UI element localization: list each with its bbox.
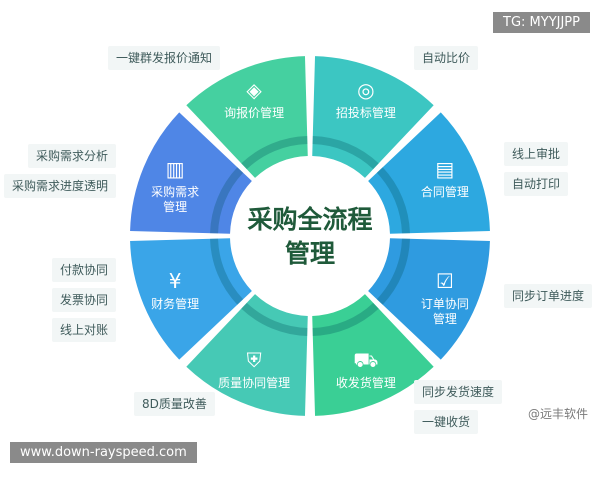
truck-icon: ⛟ <box>353 348 378 372</box>
center-title-line1: 采购全流程 <box>247 205 372 234</box>
segment-label-2: 合同管理 <box>421 184 469 199</box>
segment-accent-4 <box>312 302 379 336</box>
segment-accent-5 <box>241 302 308 336</box>
corner-label-top: TG: MYYJJPP <box>493 12 590 33</box>
yen-box-icon: ¥ <box>169 269 182 293</box>
tag-auto-print: 自动打印 <box>504 172 569 196</box>
segment-label-3: 订单协同 <box>421 296 469 311</box>
segment-7 <box>130 112 252 234</box>
tag-invoice-sync: 发票协同 <box>52 288 117 312</box>
target-icon: ◎ <box>357 78 374 102</box>
shield-check-icon: ⛨ <box>247 348 262 372</box>
segment-2 <box>368 112 490 234</box>
tag-demand-analysis: 采购需求分析 <box>28 144 117 168</box>
segment-accent-3 <box>376 238 410 305</box>
segment-accent-2 <box>376 167 410 234</box>
center-circle <box>234 160 386 312</box>
segment-accent-8 <box>241 136 308 170</box>
segment-label-8: 询报价管理 <box>224 105 284 120</box>
tag-payment-sync: 付款协同 <box>52 258 117 282</box>
center-title-line2: 管理 <box>285 239 335 268</box>
segment-label-7: 采购需求 <box>151 184 199 199</box>
segment-sublabel-7: 管理 <box>163 199 187 214</box>
contract-icon: ▤ <box>435 157 454 181</box>
segment-sublabel-3: 管理 <box>433 311 457 326</box>
segment-5 <box>186 294 308 416</box>
segment-label-1: 招投标管理 <box>336 105 396 120</box>
tag-shipping-speed: 同步发货速度 <box>414 380 503 404</box>
corner-label-bottom: www.down-rayspeed.com <box>10 442 197 463</box>
segment-accent-1 <box>312 136 379 170</box>
tag-order-progress: 同步订单进度 <box>504 284 593 308</box>
tag-auto-compare: 自动比价 <box>414 46 479 70</box>
tag-online-reconcile: 线上对账 <box>52 318 117 342</box>
segment-1 <box>312 56 434 178</box>
clipboard-icon: ▥ <box>166 157 185 181</box>
segment-accent-6 <box>210 238 244 305</box>
tag-8d-quality: 8D质量改善 <box>134 392 215 416</box>
segment-accent-7 <box>210 167 244 234</box>
tag-batch-quote-notice: 一键群发报价通知 <box>108 46 221 70</box>
segment-3 <box>368 238 490 360</box>
tag-one-click-receive: 一键收货 <box>414 410 479 434</box>
segment-label-6: 财务管理 <box>151 296 199 311</box>
segment-label-5: 质量协同管理 <box>218 375 290 390</box>
segment-label-4: 收发货管理 <box>336 375 396 390</box>
tag-online-approval: 线上审批 <box>504 142 569 166</box>
segment-6 <box>130 238 252 360</box>
tag-demand-progress: 采购需求进度透明 <box>4 174 117 198</box>
segment-4 <box>312 294 434 416</box>
order-check-icon: ☑ <box>436 269 454 293</box>
segment-8 <box>186 56 308 178</box>
price-tag-icon: ◈ <box>246 78 262 102</box>
watermark: @远丰软件 <box>527 407 588 421</box>
